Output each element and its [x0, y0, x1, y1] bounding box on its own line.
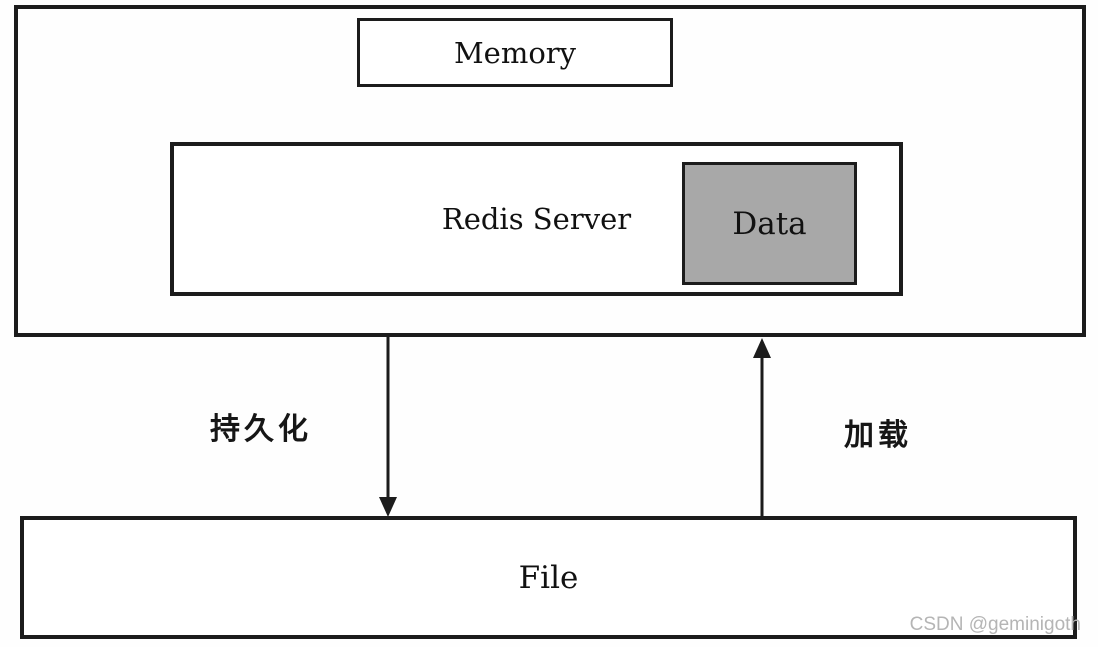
file-node: File [20, 516, 1077, 639]
redis-server-node: Redis Server Data [170, 142, 903, 296]
redis-server-node-label: Redis Server [441, 202, 632, 236]
load-arrow [751, 338, 773, 517]
memory-node: Memory [357, 18, 673, 87]
csdn-watermark: CSDN @geminigoth [909, 614, 1081, 635]
data-node: Data [682, 162, 857, 285]
load-arrow-label: 加载 [844, 419, 912, 452]
persist-arrow-label: 持久化 [210, 413, 312, 446]
memory-container-box [14, 5, 1086, 337]
load-arrow-line [760, 354, 764, 517]
memory-node-label: Memory [453, 35, 577, 70]
arrow-down-icon [379, 497, 397, 517]
persist-arrow [377, 337, 399, 517]
file-node-label: File [518, 559, 579, 596]
persist-arrow-line [386, 337, 390, 501]
data-node-label: Data [732, 205, 807, 242]
arrow-up-icon [753, 338, 771, 358]
